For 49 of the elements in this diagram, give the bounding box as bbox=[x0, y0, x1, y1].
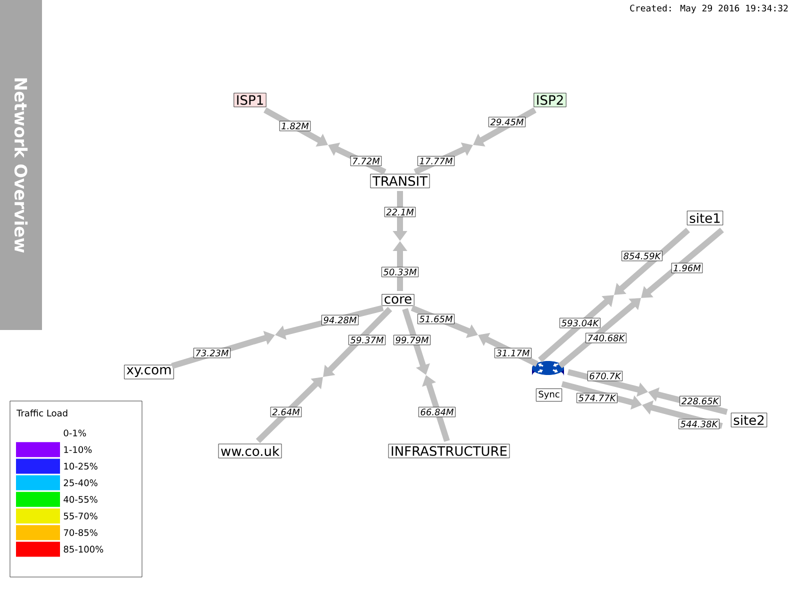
legend-text: 70-85% bbox=[64, 529, 98, 536]
arrow bbox=[558, 298, 641, 368]
node-box: site2 bbox=[730, 412, 768, 428]
node-box: ISP2 bbox=[534, 92, 566, 108]
legend-text: 85-100% bbox=[64, 546, 104, 553]
node-box: site1 bbox=[686, 210, 724, 226]
legend-text: 0-1% bbox=[64, 430, 86, 436]
legend-text: 25-40% bbox=[64, 479, 98, 486]
node-box: ww.co.uk bbox=[218, 444, 282, 458]
edge-label: 854.59K bbox=[622, 250, 662, 262]
edge-label: 1.82M bbox=[279, 120, 311, 132]
edge-label: 59.37M bbox=[348, 334, 386, 346]
arrow bbox=[641, 228, 724, 298]
legend-text: 40-55% bbox=[64, 496, 98, 503]
edge-label: 29.45M bbox=[488, 116, 526, 128]
edge-label: 31.17M bbox=[494, 348, 532, 358]
legend-text: 55-70% bbox=[64, 512, 98, 520]
edge-label: 574.77K bbox=[576, 392, 618, 404]
edge-label: 66.84M bbox=[418, 406, 456, 418]
edge-label: 99.79M bbox=[394, 334, 430, 346]
legend-title: Traffic Load bbox=[16, 410, 68, 416]
edge-label: 73.23M bbox=[194, 348, 230, 358]
edge-label: 228.65K bbox=[680, 396, 720, 406]
arrow bbox=[614, 228, 690, 295]
edge-label: 51.65M bbox=[418, 314, 454, 324]
edge-label: 544.38K bbox=[678, 418, 720, 430]
node-box: ISP1 bbox=[234, 92, 266, 108]
legend-text: 1-10% bbox=[64, 446, 92, 453]
node-box: TRANSIT bbox=[370, 174, 430, 188]
edge-label: 50.33M bbox=[382, 266, 418, 278]
arrow bbox=[256, 377, 323, 444]
edge-label: 22.1M bbox=[384, 206, 416, 218]
edge-label: 740.68K bbox=[586, 332, 626, 344]
edge-label: 7.72M bbox=[350, 156, 382, 166]
edge-label: 17.77M bbox=[418, 156, 454, 166]
node-box: xy.com bbox=[124, 364, 174, 380]
node-box: Sync bbox=[536, 388, 562, 402]
edge-label: 593.04K bbox=[560, 318, 600, 328]
edge-label: 670.7K bbox=[587, 370, 623, 382]
arrow bbox=[538, 295, 614, 362]
timestamp: Created: May 29 2016 19:34:32 bbox=[630, 4, 788, 14]
edge-label: 1.96M bbox=[671, 262, 703, 274]
edge-label: 94.28M bbox=[322, 314, 358, 326]
node-box: core bbox=[382, 294, 414, 306]
title-banner: Network Overview bbox=[0, 0, 42, 330]
legend-text: 10-25% bbox=[64, 462, 98, 470]
node-box: INFRASTRUCTURE bbox=[388, 444, 510, 458]
edge-label: 2.64M bbox=[270, 406, 302, 418]
arrow bbox=[323, 306, 392, 377]
